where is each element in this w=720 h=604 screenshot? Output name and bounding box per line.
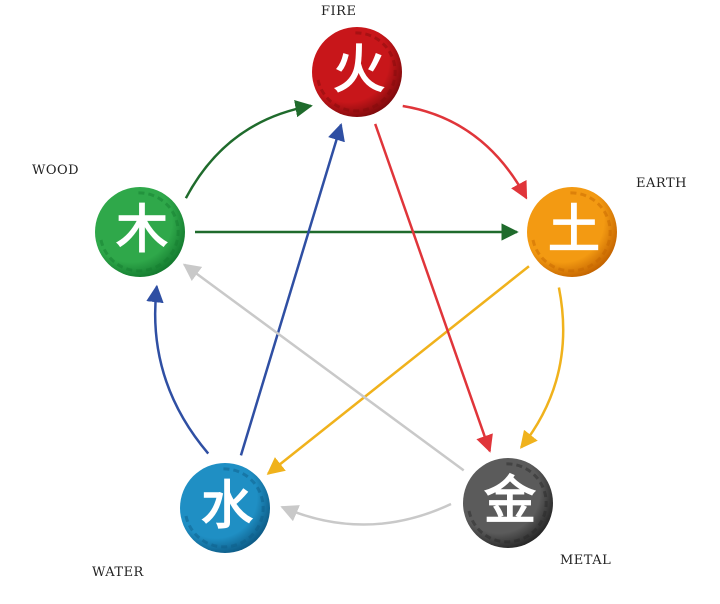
generating-arrow-earth-to-metal [520,287,565,449]
generating-arrow-wood-to-fire [184,99,313,199]
generating-arrow-metal-to-water [280,502,452,526]
metal-glyph: 金 [483,471,537,532]
water-brush-ring [184,467,265,549]
water-circle [180,463,270,553]
generating-arrow-fire-to-earth [402,104,528,200]
earth-brush-ring [531,191,612,273]
fire-circle [312,27,402,117]
elements-layer: 火土金 水 木 [95,27,617,553]
metal-label: METAL [560,553,612,568]
controlling-arrow-earth-to-water [266,265,530,475]
earth-label: EARTH [636,176,687,191]
water-element: 水 [180,463,270,553]
fire-element: 火 [312,27,402,117]
water-label: WATER [92,565,144,580]
earth-circle [527,187,617,277]
metal-brush-ring [467,462,548,544]
wood-brush-ring [99,191,180,273]
water-glyph: 水 [201,476,254,537]
earth-element: 土 [527,187,617,277]
fire-glyph: 火 [333,40,385,101]
generating-arrow-water-to-wood [146,284,210,455]
controlling-arrow-fire-to-metal [374,123,493,453]
wood-circle [95,187,185,277]
wood-label: WOOD [32,163,80,178]
controlling-arrow-water-to-fire [239,122,345,456]
arrows-layer [146,99,565,526]
earth-glyph: 土 [548,200,600,261]
wood-glyph: 木 [116,200,168,261]
fire-label: FIRE [321,4,357,19]
fire-brush-ring [316,31,397,113]
metal-element: 金 [463,458,553,548]
metal-circle [463,458,553,548]
wood-element: 木 [95,187,185,277]
controlling-arrow-metal-to-wood [182,263,465,472]
